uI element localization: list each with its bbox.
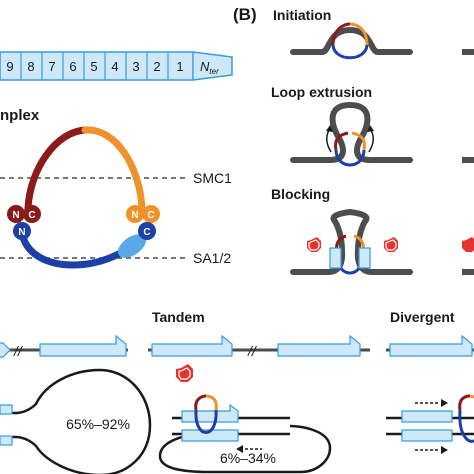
segment-bar: 9 8 7 6 5 4 3 2 1 Nter	[0, 51, 233, 81]
blocking-ctcf-site-right	[358, 247, 371, 269]
convergent-loop-dna	[0, 368, 152, 474]
loop-kleisin	[334, 149, 366, 167]
initiation-dna	[290, 26, 413, 55]
convergent-break: //	[13, 343, 24, 359]
kleisin-n-ball	[13, 222, 31, 240]
segment-label-9: 9	[6, 59, 13, 74]
tandem-smc3	[194, 394, 207, 411]
tandem-motif-right	[277, 334, 361, 357]
initiation-smc1	[349, 22, 369, 46]
segment-label-8: 8	[27, 59, 34, 74]
smc3-c-letter: C	[28, 210, 35, 221]
divergent-kleisin	[458, 409, 474, 443]
divergent-smc1	[469, 394, 474, 399]
blocking-ctcf-left	[307, 237, 321, 252]
convergent-loop-motif-top	[0, 404, 13, 415]
divergent-arrowhead-bottom	[441, 446, 448, 454]
divergent-motif-left	[389, 334, 473, 357]
blocking-ctcf-site-left	[329, 247, 342, 269]
segment-label-6: 6	[69, 59, 76, 74]
loop-extrusion-title: Loop extrusion	[271, 84, 372, 100]
cohesin-complex: SMC1 SA1/2 N C N N C C	[0, 126, 232, 269]
convergent-percentage: 65%–92%	[66, 416, 130, 432]
smc3-arm	[24, 126, 89, 212]
divergent-motif-top	[401, 410, 453, 423]
tandem-title: Tandem	[152, 309, 205, 325]
smc1-c-letter: C	[147, 210, 154, 221]
smc3-n-ball	[7, 205, 25, 223]
tandem-break: //	[247, 343, 258, 359]
kleisin-n-letter: N	[18, 227, 25, 238]
smc1-n-ball	[126, 205, 144, 223]
loop-arrowhead-left	[326, 125, 333, 132]
blocking-dna	[290, 208, 413, 275]
segment-label-7: 7	[48, 59, 55, 74]
tandem-arrowhead	[236, 445, 243, 453]
convergent-motif-right	[39, 334, 127, 357]
divergent-motif-bottom	[401, 429, 453, 442]
segment-label-4: 4	[111, 59, 118, 74]
segment-label-2: 2	[153, 59, 160, 74]
loop-smc3	[334, 131, 349, 151]
segment-label-3: 3	[132, 59, 139, 74]
smc1-label: SMC1	[193, 170, 232, 186]
convergent-loop-motif-bottom	[0, 435, 13, 446]
tandem-smc1	[205, 394, 218, 411]
segment-label-1: 1	[176, 59, 183, 74]
divergent-loop	[386, 394, 474, 454]
segment-dividers	[20, 52, 194, 80]
tandem-motif-left	[151, 334, 233, 357]
smc1-arm	[81, 126, 146, 212]
segment-bar-tip	[192, 51, 233, 81]
tandem-kleisin	[194, 409, 218, 434]
divergent-arrowhead-top	[441, 399, 448, 407]
loop-arrowhead-right	[367, 125, 374, 132]
initiation-diagram	[290, 22, 474, 60]
segment-label-nter: Nter	[200, 59, 219, 76]
panel-b-letter: (B)	[233, 5, 257, 24]
smc1-n-letter: N	[131, 210, 138, 221]
loop-extrusion-diagram	[290, 101, 474, 167]
blocking-title: Blocking	[271, 186, 330, 202]
blocking-diagram	[290, 208, 474, 275]
complex-title-fragment: nplex	[0, 107, 40, 124]
convergent-motif-left	[0, 342, 11, 358]
divergent-title: Divergent	[390, 309, 455, 325]
loop-smc1	[351, 131, 366, 151]
divergent-motif-row	[386, 334, 474, 357]
smc1-c-ball	[142, 205, 160, 223]
convergent-loop: 65%–92%	[0, 368, 152, 474]
tandem-percentage: 6%–34%	[220, 450, 276, 466]
tandem-loop-motif-bottom	[181, 429, 239, 442]
tandem-loop: 6%–34%	[158, 364, 332, 474]
sa-subunit	[117, 234, 147, 258]
kleisin-c-ball	[138, 222, 156, 240]
initiation-title: Initiation	[273, 7, 331, 23]
smc3-n-letter: N	[12, 210, 19, 221]
divergent-smc3	[458, 394, 471, 411]
convergent-motif-row: //	[0, 334, 128, 359]
loop-dna	[290, 101, 413, 163]
blocking-ctcf-edge	[462, 237, 474, 252]
tandem-loop-dna	[158, 424, 332, 474]
blocking-ctcf-right	[384, 237, 398, 252]
segment-label-5: 5	[90, 59, 97, 74]
tandem-motif-row: //	[148, 334, 370, 359]
initiation-kleisin	[331, 44, 369, 60]
initiation-smc3	[331, 22, 351, 46]
sa-label: SA1/2	[193, 250, 231, 266]
tandem-ctcf	[176, 364, 193, 382]
tandem-loop-motif-top	[181, 403, 239, 423]
smc3-c-ball	[23, 205, 41, 223]
kleisin-c-letter: C	[143, 227, 150, 238]
